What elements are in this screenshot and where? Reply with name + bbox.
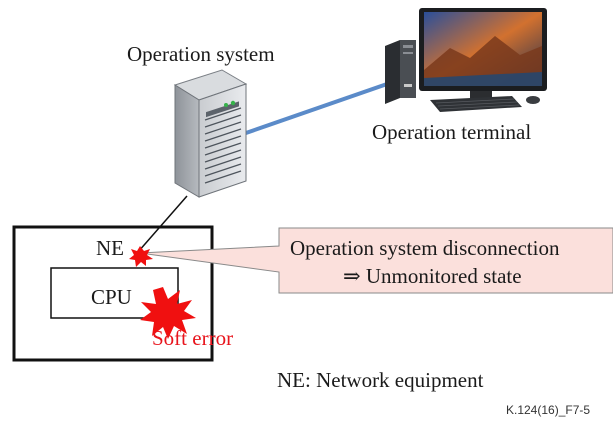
desktop-computer-icon bbox=[385, 8, 547, 112]
ne-connection-line bbox=[137, 195, 188, 253]
ne-definition-label: NE: Network equipment bbox=[277, 368, 484, 392]
ne-box bbox=[12, 225, 214, 362]
explosion-burst-icon bbox=[140, 287, 196, 339]
callout-box bbox=[139, 227, 613, 294]
link-line bbox=[242, 82, 388, 136]
soft-error-label: Soft error bbox=[152, 326, 234, 350]
cpu-label: CPU bbox=[91, 285, 132, 309]
figure-id-label: K.124(16)_F7-5 bbox=[506, 403, 591, 417]
callout-line-2: ⇒ Unmonitored state bbox=[343, 264, 522, 288]
callout-line-1: Operation system disconnection bbox=[290, 236, 560, 260]
ne-label: NE bbox=[96, 236, 124, 260]
operation-terminal-label: Operation terminal bbox=[372, 120, 532, 144]
operation-system-label: Operation system bbox=[127, 42, 275, 66]
ne-error-burst-icon bbox=[129, 246, 153, 267]
server-tower-icon bbox=[173, 69, 248, 198]
